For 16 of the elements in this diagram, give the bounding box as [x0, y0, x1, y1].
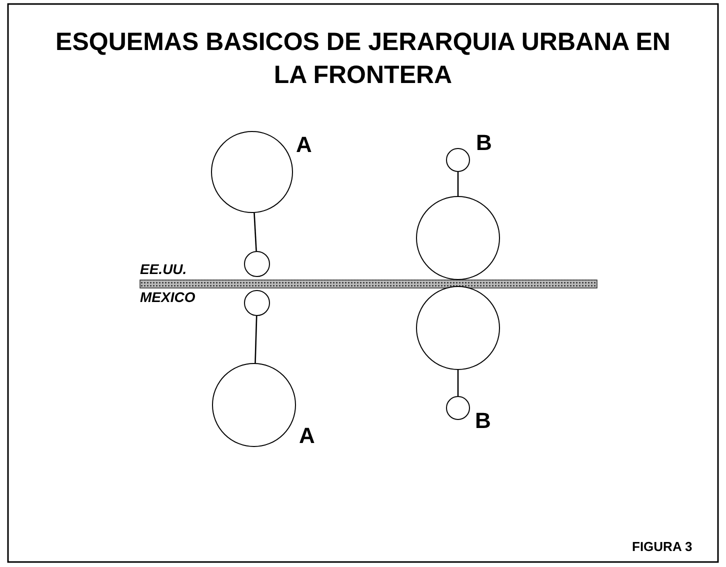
circle-node	[244, 251, 270, 277]
figure-label: FIGURA 3	[632, 539, 692, 554]
circle-node	[244, 290, 270, 316]
node-caption: A	[299, 423, 315, 449]
connector-line	[457, 172, 459, 196]
connector-line	[457, 370, 459, 396]
circle-node	[446, 148, 470, 172]
connector-line	[254, 316, 258, 364]
node-caption: B	[475, 408, 491, 434]
node-caption: A	[296, 132, 312, 158]
circle-node	[446, 396, 470, 420]
country-label: EE.UU.	[140, 261, 187, 277]
connector-line	[254, 212, 257, 252]
node-caption: B	[476, 130, 492, 156]
country-label: MEXICO	[140, 289, 196, 305]
title: ESQUEMAS BASICOS DE JERARQUIA URBANA EN LA FRONTERA	[54, 27, 672, 91]
